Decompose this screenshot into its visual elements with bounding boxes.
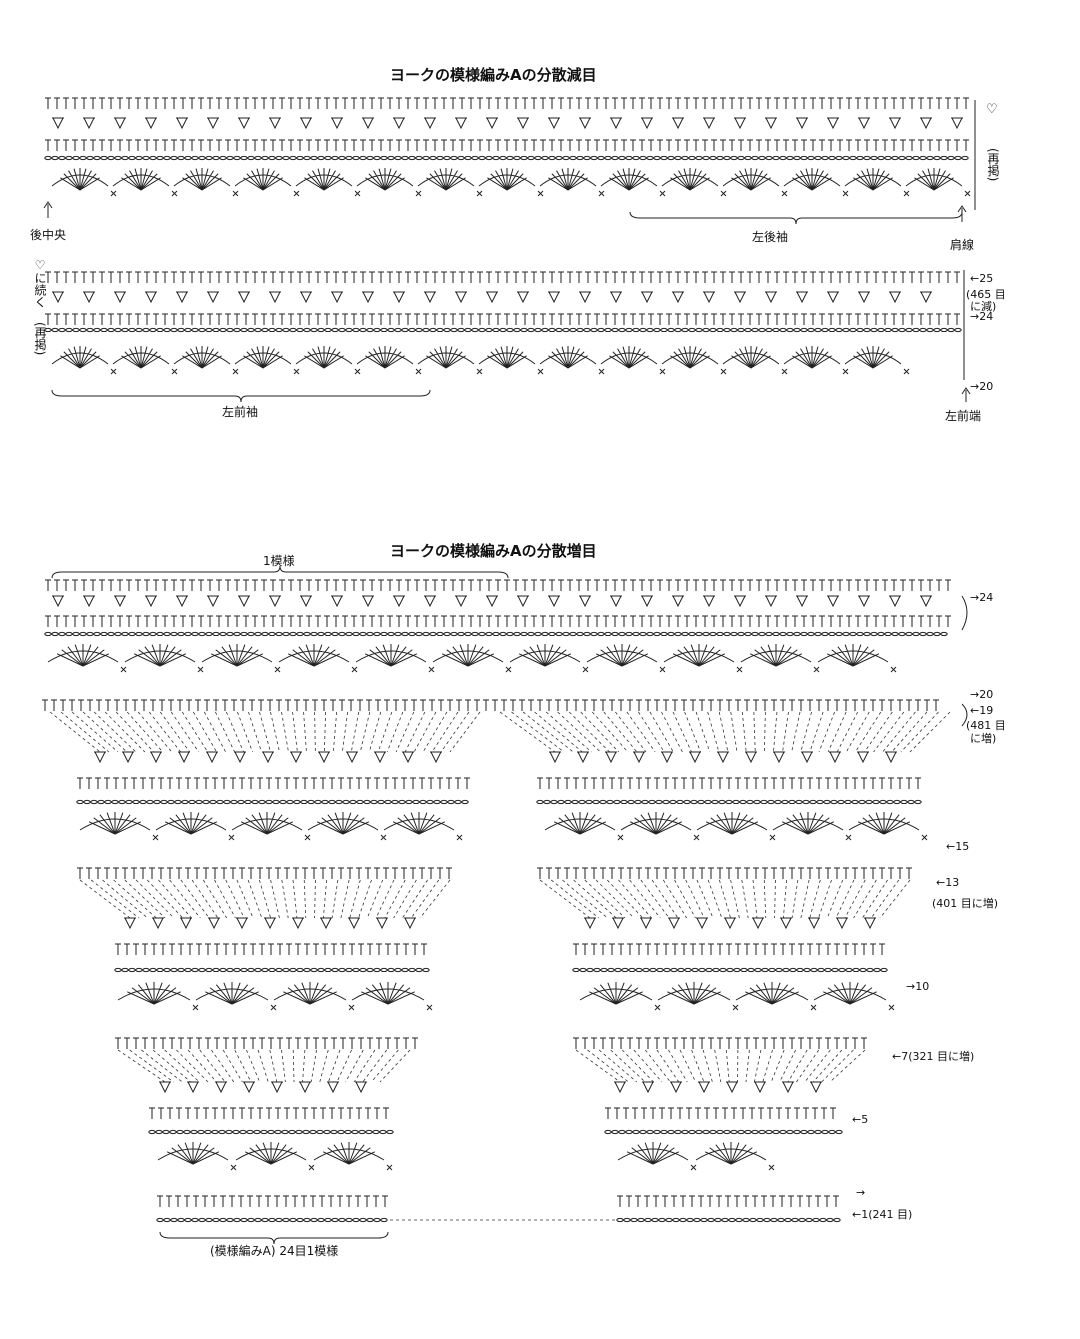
bottom-diagram-title: ヨークの模様編みAの分散増目 <box>390 542 597 560</box>
row-24-label: →24 <box>970 310 994 323</box>
top-diagram-title: ヨークの模様編みAの分散減目 <box>390 66 597 84</box>
heart-symbol: ♡ <box>986 102 998 117</box>
b-row-13-label: ←13 <box>936 876 960 889</box>
label-shoulder-line: 肩線 <box>950 238 975 252</box>
continue-mark: ♡に続く <box>33 258 47 308</box>
label-left-back-sleeve: 左後袖 <box>752 230 789 244</box>
b-row-10-label: →10 <box>906 980 930 993</box>
label-one-repeat: 1模様 <box>263 554 295 568</box>
b-row-15-label: ←15 <box>946 840 970 853</box>
row-20-label: →20 <box>970 380 994 393</box>
b-row-5-label: ←5 <box>852 1113 869 1126</box>
b-row-7-label: ←7(321 目に増) <box>892 1050 975 1063</box>
b-row-13-note: (401 目に増) <box>932 897 999 910</box>
label-left-front-sleeve: 左前袖 <box>222 405 259 419</box>
b-row-20-label: →20 <box>970 688 994 701</box>
b-row-1-label: ←1(241 目) <box>852 1208 913 1221</box>
row-25-label: ←25 <box>970 272 994 285</box>
b-row-19-note-1: (481 目 <box>966 719 1006 732</box>
b-row-2-label: → <box>856 1186 866 1199</box>
b-row-24-label: →24 <box>970 591 994 604</box>
b-row-19-note-2: に増) <box>970 732 997 745</box>
b-row-19-label: ←19 <box>970 704 994 717</box>
footer-label: (模様編みA) 24目1模様 <box>210 1244 339 1258</box>
repost-note-2: (再掲) <box>33 322 47 356</box>
label-back-center: 後中央 <box>30 228 67 242</box>
row-25-note-2: に減) <box>970 300 997 313</box>
row-25-note-1: (465 目 <box>966 288 1006 301</box>
label-left-front-edge: 左前端 <box>945 409 982 423</box>
repost-note: (再掲) <box>986 148 1000 182</box>
